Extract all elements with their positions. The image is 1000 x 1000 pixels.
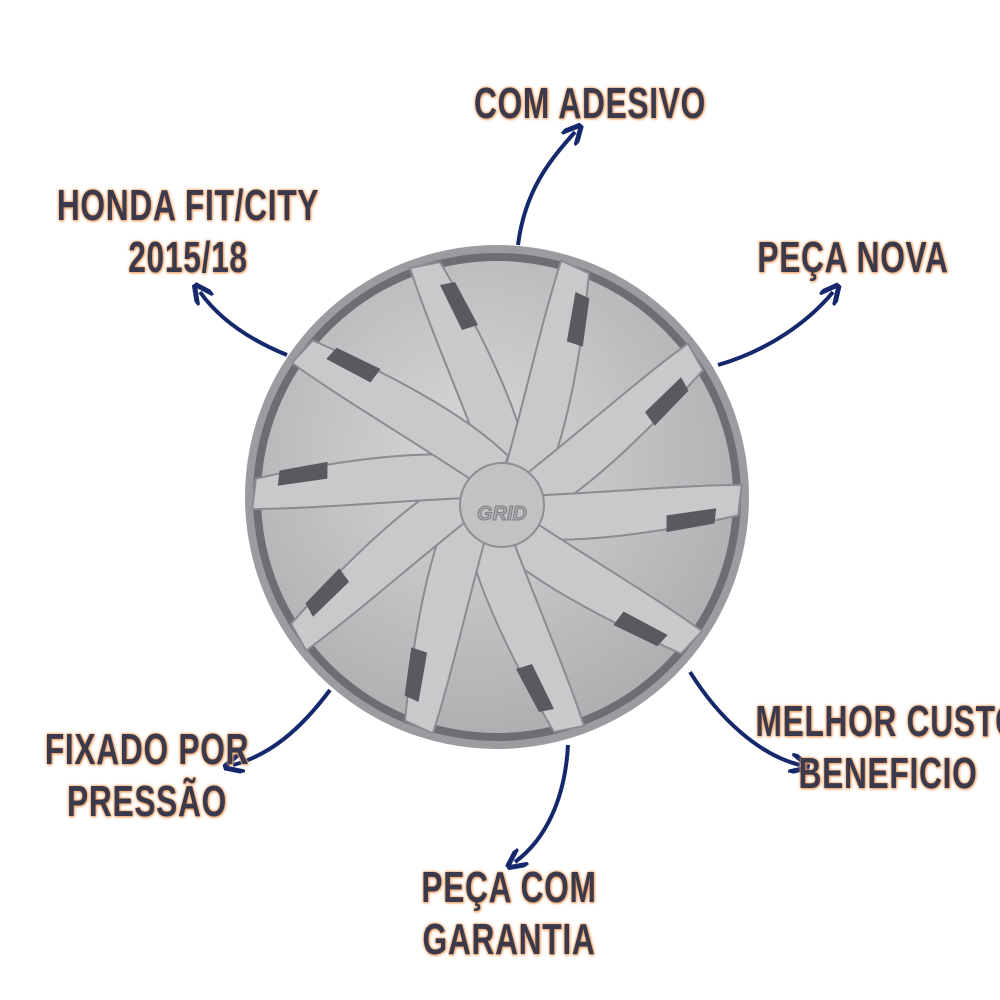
arrow-honda <box>200 292 288 357</box>
label-line: PRESSÃO <box>67 777 227 826</box>
callout-arrows <box>200 132 833 862</box>
label-line: BENEFICIO <box>798 749 978 798</box>
label-line: PEÇA COM <box>421 863 597 912</box>
arrow-fixado <box>233 688 332 765</box>
label-line: 2015/18 <box>128 233 248 282</box>
arrow-com-adesivo <box>516 132 575 246</box>
label-line: FIXADO POR <box>44 725 250 774</box>
label-line: MELHOR CUSTO <box>755 697 1000 746</box>
hubcap: GRID <box>245 245 749 749</box>
center-cap <box>459 462 545 548</box>
label-line: PEÇA NOVA <box>757 233 949 282</box>
label-com-adesivo: COM ADESIVO <box>474 78 706 130</box>
label-honda: HONDA FIT/CITY 2015/18 <box>57 180 319 284</box>
label-garantia: PEÇA COM GARANTIA <box>421 862 596 966</box>
arrow-melhor <box>688 670 800 765</box>
label-line: HONDA FIT/CITY <box>56 181 320 230</box>
label-melhor-custo: MELHOR CUSTO BENEFICIO <box>755 696 1000 800</box>
grid-logo: GRID <box>477 503 527 525</box>
arrow-peca-nova <box>717 292 833 367</box>
label-line: COM ADESIVO <box>473 79 707 128</box>
label-peca-nova: PEÇA NOVA <box>757 232 948 284</box>
label-fixado: FIXADO POR PRESSÃO <box>45 724 249 828</box>
label-line: GARANTIA <box>422 915 596 964</box>
arrow-garantia <box>515 744 570 862</box>
